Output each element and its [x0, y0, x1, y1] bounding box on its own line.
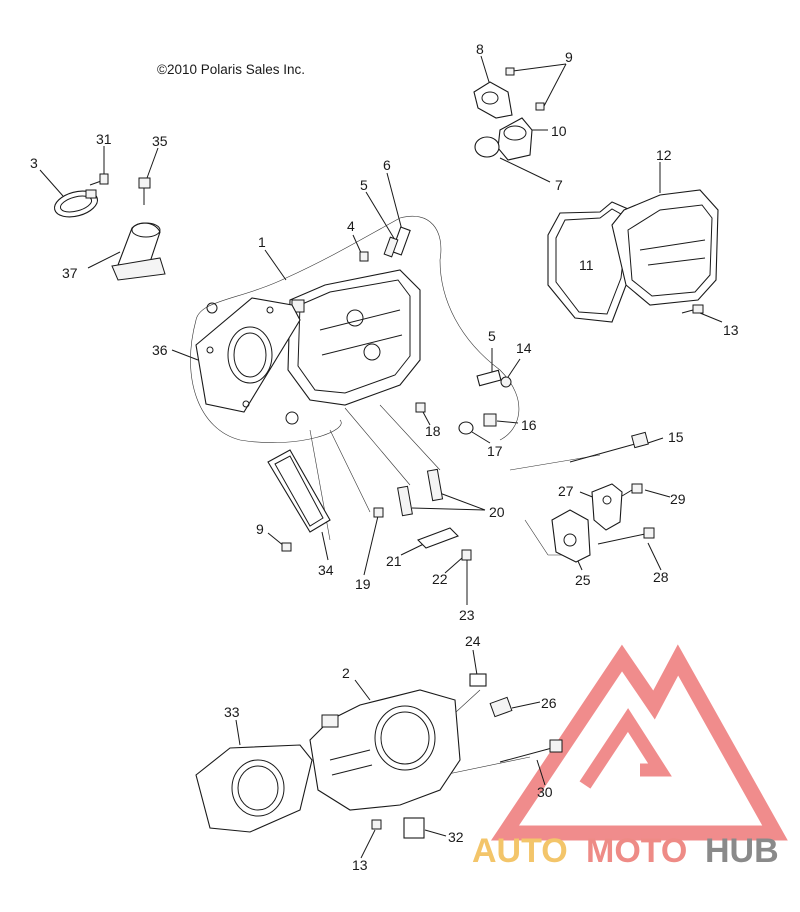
callout-7: 7: [555, 177, 563, 193]
callout-21: 21: [386, 553, 402, 569]
part-22-fitting: [461, 549, 472, 561]
callout-33: 33: [224, 704, 240, 720]
part-10-adapter: [497, 117, 533, 161]
part-9-screws-top: [505, 67, 545, 111]
part-15-bolt: [569, 431, 649, 463]
part-19-screw: [373, 507, 384, 518]
part-8-thermostat-housing: [473, 81, 513, 119]
callout-12: 12: [656, 147, 672, 163]
part-2-cylinder: [309, 689, 461, 811]
part-35-screw: [138, 177, 151, 205]
callout-8: 8: [476, 41, 484, 57]
part-12-valve-cover: [611, 189, 719, 306]
callout-19: 19: [355, 576, 371, 592]
watermark-word-hub: HUB: [705, 832, 779, 870]
callout-6: 6: [383, 157, 391, 173]
callout-3: 3: [30, 155, 38, 171]
part-21-gasket: [417, 527, 459, 549]
callout-16: 16: [521, 417, 537, 433]
callout-30: 30: [537, 784, 553, 800]
watermark-word-moto: MOTO: [586, 832, 687, 870]
watermark-text: AUTO MOTO HUB: [472, 832, 779, 870]
part-7-o-ring: [474, 136, 500, 158]
part-5-dowel-upper: [383, 236, 399, 258]
part-32-dowel: [403, 817, 425, 839]
part-33-base-gasket: [195, 744, 313, 833]
callout-31: 31: [96, 131, 112, 147]
callout-13-right: 13: [723, 322, 739, 338]
part-20-springs: [397, 468, 444, 517]
part-14-seal: [500, 376, 512, 388]
callout-14: 14: [516, 340, 532, 356]
callout-1: 1: [258, 234, 266, 250]
part-9-screw-left: [281, 542, 292, 552]
part-17-o-ring: [458, 421, 474, 435]
callout-9-left: 9: [256, 521, 264, 537]
callout-17: 17: [487, 443, 503, 459]
part-18-fitting: [415, 402, 426, 413]
part-25-tensioner: [551, 509, 591, 563]
part-24-dowel: [469, 673, 487, 687]
callout-34: 34: [318, 562, 334, 578]
watermark-inner-mark-icon: [579, 708, 672, 789]
part-37-intake-boot: [111, 222, 166, 281]
callout-4: 4: [347, 218, 355, 234]
callout-15: 15: [668, 429, 684, 445]
callout-29: 29: [670, 491, 686, 507]
part-30-bolt: [499, 739, 563, 763]
callout-11: 11: [579, 257, 594, 273]
part-13-bolt: [681, 304, 704, 314]
part-4-pin: [359, 251, 369, 262]
callout-35: 35: [152, 133, 168, 149]
callout-37: 37: [62, 265, 78, 281]
part-27-bracket: [591, 483, 623, 531]
callout-25: 25: [575, 572, 591, 588]
callout-10: 10: [551, 123, 567, 139]
callout-24: 24: [465, 633, 481, 649]
part-26-fitting: [489, 696, 513, 718]
part-13-bolt-lower: [371, 819, 382, 830]
callout-32: 32: [448, 829, 464, 845]
copyright-text: ©2010 Polaris Sales Inc.: [157, 62, 305, 77]
callout-22: 22: [432, 571, 448, 587]
part-29-bolt: [621, 483, 643, 497]
part-34-gasket: [267, 449, 331, 533]
part-31-screw: [89, 173, 109, 186]
callout-20: 20: [489, 504, 505, 520]
callout-27: 27: [558, 483, 574, 499]
callout-2: 2: [342, 665, 350, 681]
callout-23: 23: [459, 607, 475, 623]
callout-26: 26: [541, 695, 557, 711]
callout-13-lower: 13: [352, 857, 368, 873]
callout-28: 28: [653, 569, 669, 585]
callout-5-upper: 5: [360, 177, 368, 193]
part-36-head-gasket: [195, 297, 301, 425]
part-3-hose-clamp: [53, 189, 99, 218]
callout-9-top: 9: [565, 49, 573, 65]
part-28-bolt: [597, 527, 655, 545]
callout-5-lower: 5: [488, 328, 496, 344]
callout-labels: 1 2 3 4 5 5 6 7 8 9 9 10 11 12 13 13 14 …: [30, 41, 739, 873]
part-16-plug: [483, 413, 497, 427]
part-5-dowel-lower: [476, 369, 502, 387]
part-1-cylinder-head: [287, 269, 421, 406]
watermark-triangle-icon: [490, 644, 788, 841]
callout-18: 18: [425, 423, 441, 439]
callout-36: 36: [152, 342, 168, 358]
watermark-word-auto: AUTO: [472, 832, 568, 870]
watermark-logo: [490, 644, 788, 841]
